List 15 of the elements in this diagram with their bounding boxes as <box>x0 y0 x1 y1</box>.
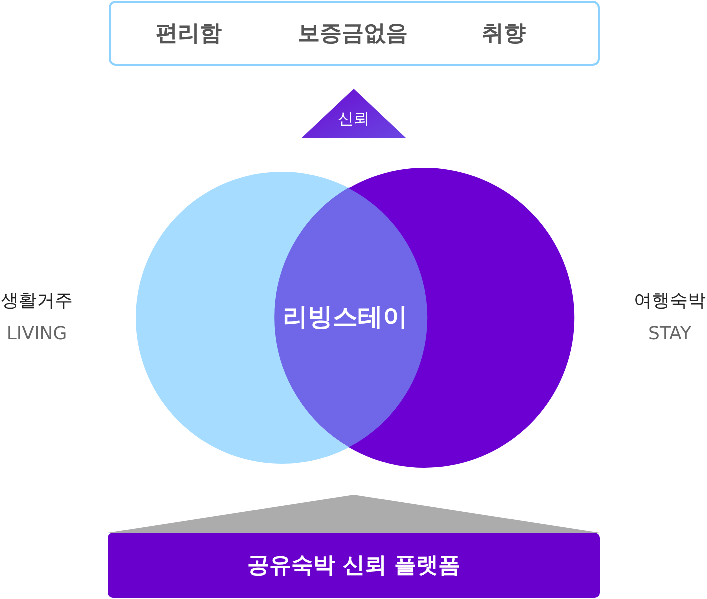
category-subtitle: STAY <box>648 324 692 346</box>
keyword-text: 취향 <box>482 20 526 46</box>
trust-triangle <box>302 89 406 138</box>
overlap-label: 리빙스테이 <box>283 304 408 332</box>
keyword-text: 보증금없음 <box>298 20 408 46</box>
category-subtitle: LIVING <box>6 324 68 346</box>
bar-label: 공유숙박 신뢰 플랫폼 <box>247 552 461 578</box>
keyword-text: 편리함 <box>156 20 222 46</box>
venn-overlap <box>275 188 428 448</box>
category-title: 여행숙박 <box>634 292 706 312</box>
keyword-panel <box>109 1 600 66</box>
triangle-label: 신뢰 <box>338 110 370 128</box>
platform-bar <box>108 533 600 598</box>
category-title: 생활거주 <box>1 292 73 312</box>
pedestal-triangle <box>108 495 600 533</box>
